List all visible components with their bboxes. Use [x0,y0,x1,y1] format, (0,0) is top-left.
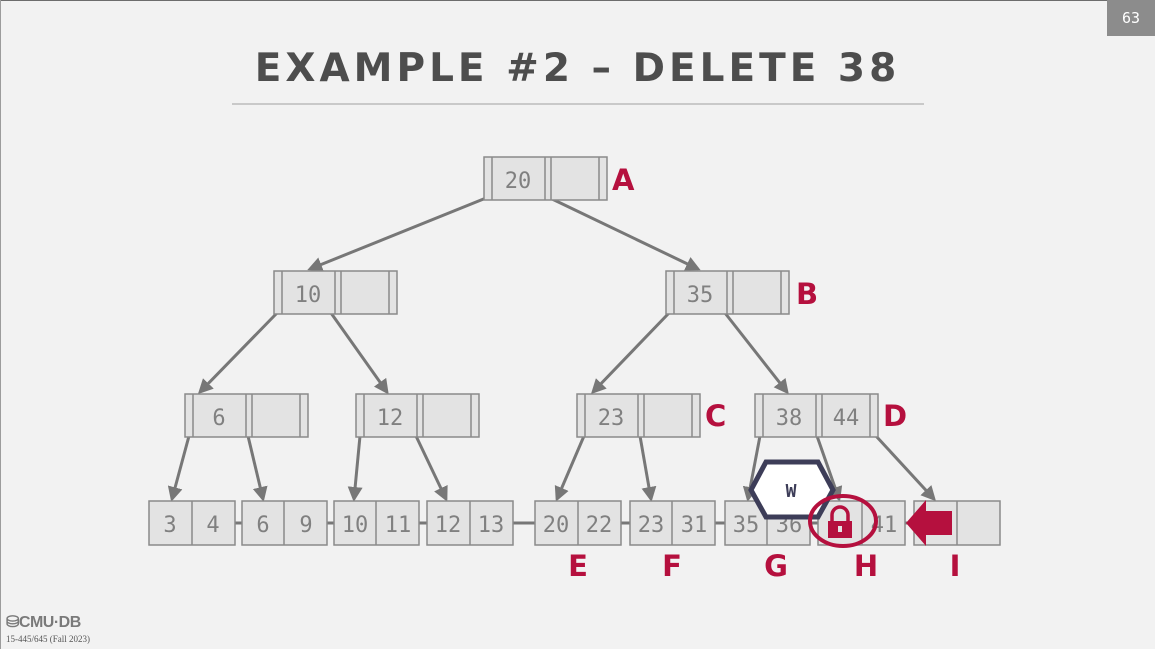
node-key: 12 [377,406,404,431]
node-label: B [796,277,818,311]
write-latch-badge: W [748,459,836,520]
leaf-label: I [950,549,961,583]
logo-text: CMU·DB [18,614,81,631]
arrow-left-icon [906,500,952,546]
node-label: A [612,163,635,197]
edge-10-to-6 [197,311,279,395]
edge-d-to-i [874,434,937,502]
edge-10-to-12 [329,312,389,395]
slide-title: EXAMPLE #2 – DELETE 38 [254,46,901,91]
left-border [0,0,1,649]
node-a: 20 A [483,156,635,201]
leaf-key: 23 [638,513,665,538]
leaf-key: 31 [681,513,708,538]
page-number: 63 [1107,0,1155,36]
leaf-e: 20 22 E [534,500,622,583]
edge-a-to-10 [307,196,487,272]
leaf-l1: 3 4 [148,500,236,546]
edge-b-to-d [723,312,789,395]
node-label: C [705,399,726,433]
node-key: 44 [833,406,860,431]
write-latch-label: W [786,481,797,502]
course-label: 15-445/645 (Fall 2023) [6,634,90,644]
node-label: D [883,399,907,433]
node-key: 6 [212,406,225,431]
leaf-label: H [854,549,878,583]
leaf-key: 3 [163,513,176,538]
tree-edges [167,196,937,502]
leaf-key: 9 [299,513,312,538]
edge-c-to-f [638,435,657,502]
leaf-l4: 12 13 [426,500,514,546]
title-underline [232,103,924,105]
node-12: 12 [355,393,480,438]
leaf-key: 22 [586,513,613,538]
leaf-f: 23 31 F [629,500,716,583]
leaf-label: F [662,549,682,583]
leaf-l2: 6 9 [241,500,328,546]
database-icon: ⛁ [6,614,19,631]
node-6: 6 [184,393,309,438]
edge-6-to-l1 [167,435,191,502]
edge-6-to-l2 [246,435,268,502]
leaf-key: 12 [435,513,462,538]
leaf-l3: 10 11 [333,500,420,546]
cmu-db-logo: ⛁CMU·DB [6,612,81,632]
node-d: 38 44 D [754,393,907,438]
node-key: 38 [776,406,803,431]
node-c: 23 C [576,393,726,438]
top-border [0,0,1155,1]
node-b: 35 B [665,270,818,315]
lock-icon [808,494,878,548]
edge-b-to-c [590,311,671,395]
edge-c-to-e [554,435,586,502]
leaf-key: 6 [256,513,269,538]
node-key: 35 [687,283,714,308]
leaf-key: 4 [206,513,219,538]
leaf-key: 11 [385,513,412,538]
node-10: 10 [273,270,398,315]
node-key: 10 [295,283,322,308]
node-key: 20 [505,169,532,194]
leaf-key: 20 [543,513,570,538]
node-key: 23 [598,406,625,431]
leaf-key: 13 [478,513,505,538]
edge-a-to-b [549,196,701,271]
edge-d-to-h [815,435,843,502]
leaf-label: E [568,549,588,583]
leaf-label: G [764,549,788,583]
edge-12-to-l3 [347,435,363,502]
edge-12-to-l4 [414,435,448,502]
leaf-key: 10 [342,513,369,538]
leaf-key: 35 [733,513,760,538]
